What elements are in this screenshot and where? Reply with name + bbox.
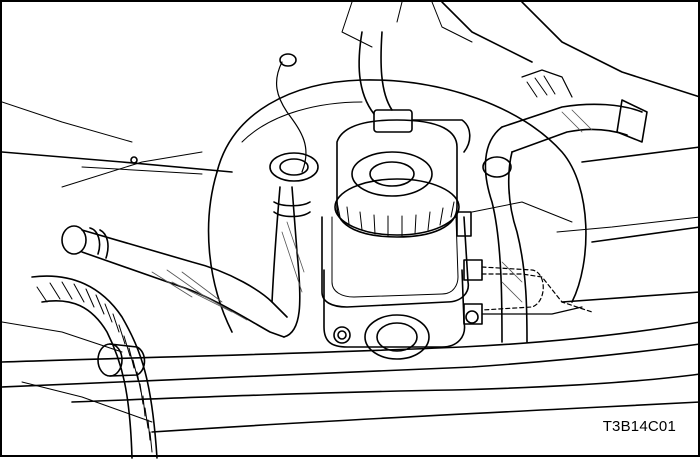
master-cylinder-reservoir xyxy=(322,120,468,307)
booster-fittings xyxy=(472,157,700,232)
level-sensor-connector xyxy=(342,2,472,152)
wire-harness xyxy=(62,54,306,187)
plug-cap-left xyxy=(98,344,145,376)
figure-code: T3B14C01 xyxy=(602,418,676,435)
corrugated-hose-left xyxy=(32,276,157,458)
coolant-hose-right xyxy=(485,70,647,342)
frame-rail xyxy=(2,322,700,432)
master-cylinder-body xyxy=(324,212,482,359)
brake-lines xyxy=(482,267,592,314)
vacuum-hose xyxy=(62,153,318,337)
brake-booster xyxy=(209,80,586,332)
